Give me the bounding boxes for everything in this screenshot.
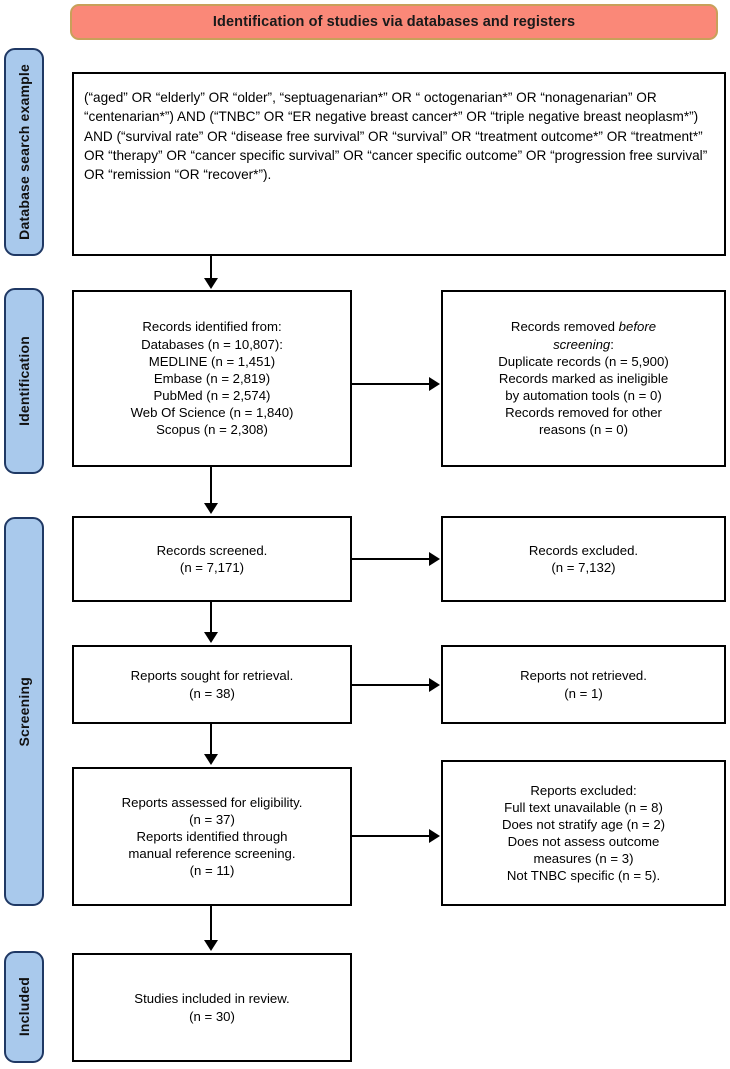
studies-included-text: Studies included in review. (n = 30) (134, 990, 289, 1024)
stage-tab-label: Included (16, 977, 32, 1037)
text-line: Records removed for other (505, 405, 662, 421)
text-line: Databases (n = 10,807): (141, 336, 283, 352)
stage-tab-label: Screening (16, 676, 32, 747)
records-identified-text: Records identified from: Databases (n = … (131, 318, 294, 438)
reports-excluded-text: Reports excluded: Full text unavailable … (502, 782, 665, 885)
text-line: Records identified from: (142, 319, 282, 335)
text-line: (n = 1) (564, 685, 603, 701)
box-records-screened: Records screened. (n = 7,171) (72, 516, 352, 602)
text-line: screening: (498, 336, 668, 353)
text-line: Records screened. (156, 542, 268, 558)
text-line: Duplicate records (n = 5,900) (498, 353, 669, 369)
search-query-text: (“aged” OR “elderly” OR “older”, “septua… (84, 90, 708, 183)
arrow-down-icon (204, 940, 218, 951)
text-line: (n = 11) (189, 863, 235, 879)
box-reports-not-retrieved: Reports not retrieved. (n = 1) (441, 645, 726, 724)
text-line: Reports assessed for eligibility. (121, 794, 303, 810)
text-fragment-italic: screening (553, 336, 611, 352)
connector-screened-to-excluded (352, 558, 430, 560)
text-line: (n = 30) (189, 1008, 235, 1024)
box-reports-sought: Reports sought for retrieval. (n = 38) (72, 645, 352, 724)
records-excluded-text: Records excluded. (n = 7,132) (529, 542, 638, 576)
arrow-down-icon (204, 632, 218, 643)
text-line: reasons (n = 0) (538, 422, 629, 438)
text-line: Studies included in review. (134, 991, 290, 1007)
connector-identified-to-removed (352, 383, 430, 385)
arrow-down-icon (204, 754, 218, 765)
stage-tab-database-search-example: Database search example (4, 48, 44, 256)
text-line: (n = 7,132) (551, 560, 616, 575)
text-fragment: : (610, 336, 614, 352)
text-line: MEDLINE (n = 1,451) (148, 353, 276, 369)
text-line: Not TNBC specific (n = 5). (506, 868, 661, 884)
text-line: by automation tools (n = 0) (505, 388, 662, 404)
arrow-right-icon (429, 829, 440, 843)
text-line: Reports excluded: (530, 782, 637, 798)
text-line: Embase (n = 2,819) (153, 370, 271, 386)
text-line: Full text unavailable (n = 8) (504, 799, 663, 815)
banner-title: Identification of studies via databases … (212, 14, 576, 30)
stage-tab-included: Included (4, 951, 44, 1063)
stage-tab-screening: Screening (4, 517, 44, 906)
arrow-right-icon (429, 377, 440, 391)
text-line: Web Of Science (n = 1,840) (130, 405, 294, 421)
text-line: Reports sought for retrieval. (130, 668, 294, 684)
records-removed-text: Records removed before screening: Duplic… (498, 318, 668, 438)
connector-assessed-to-included (210, 906, 212, 942)
text-line: (n = 38) (189, 685, 235, 701)
text-line: Scopus (n = 2,308) (156, 422, 268, 438)
connector-search-to-identified (210, 256, 212, 280)
text-line: Records marked as ineligible (498, 370, 669, 386)
arrow-down-icon (204, 278, 218, 289)
arrow-down-icon (204, 503, 218, 514)
text-line: Does not assess outcome (507, 834, 660, 849)
connector-sought-to-not-retrieved (352, 684, 430, 686)
text-line: Records excluded. (528, 542, 639, 558)
arrow-right-icon (429, 678, 440, 692)
box-database-search-example: (“aged” OR “elderly” OR “older”, “septua… (72, 72, 726, 256)
records-screened-text: Records screened. (n = 7,171) (157, 542, 268, 576)
box-reports-excluded: Reports excluded: Full text unavailable … (441, 760, 726, 906)
stage-tab-identification: Identification (4, 288, 44, 474)
arrow-right-icon (429, 552, 440, 566)
text-fragment-italic: before (618, 319, 657, 335)
stage-tab-label: Identification (16, 336, 32, 426)
text-line: Reports not retrieved. (520, 668, 647, 684)
text-line: Does not stratify age (n = 2) (501, 816, 666, 832)
text-line: (n = 37) (189, 811, 235, 827)
text-line: manual reference screening. (128, 846, 296, 862)
text-line: measures (n = 3) (533, 851, 634, 867)
text-line: PubMed (n = 2,574) (153, 388, 271, 404)
box-reports-assessed: Reports assessed for eligibility. (n = 3… (72, 767, 352, 906)
reports-not-retrieved-text: Reports not retrieved. (n = 1) (520, 667, 647, 701)
connector-sought-to-assessed (210, 724, 212, 756)
text-fragment: Records removed (510, 319, 619, 335)
box-studies-included: Studies included in review. (n = 30) (72, 953, 352, 1062)
stage-tab-label: Database search example (16, 64, 32, 240)
connector-identified-to-screened (210, 467, 212, 505)
box-records-removed: Records removed before screening: Duplic… (441, 290, 726, 467)
connector-screened-to-sought (210, 602, 212, 634)
box-records-excluded: Records excluded. (n = 7,132) (441, 516, 726, 602)
reports-assessed-text: Reports assessed for eligibility. (n = 3… (122, 794, 303, 880)
header-banner: Identification of studies via databases … (70, 4, 718, 40)
connector-assessed-to-excluded (352, 835, 430, 837)
box-records-identified: Records identified from: Databases (n = … (72, 290, 352, 467)
reports-sought-text: Reports sought for retrieval. (n = 38) (131, 667, 294, 701)
text-line: Records removed before (498, 318, 668, 335)
text-line: (n = 7,171) (179, 560, 245, 575)
text-line: Reports identified through (136, 828, 288, 844)
